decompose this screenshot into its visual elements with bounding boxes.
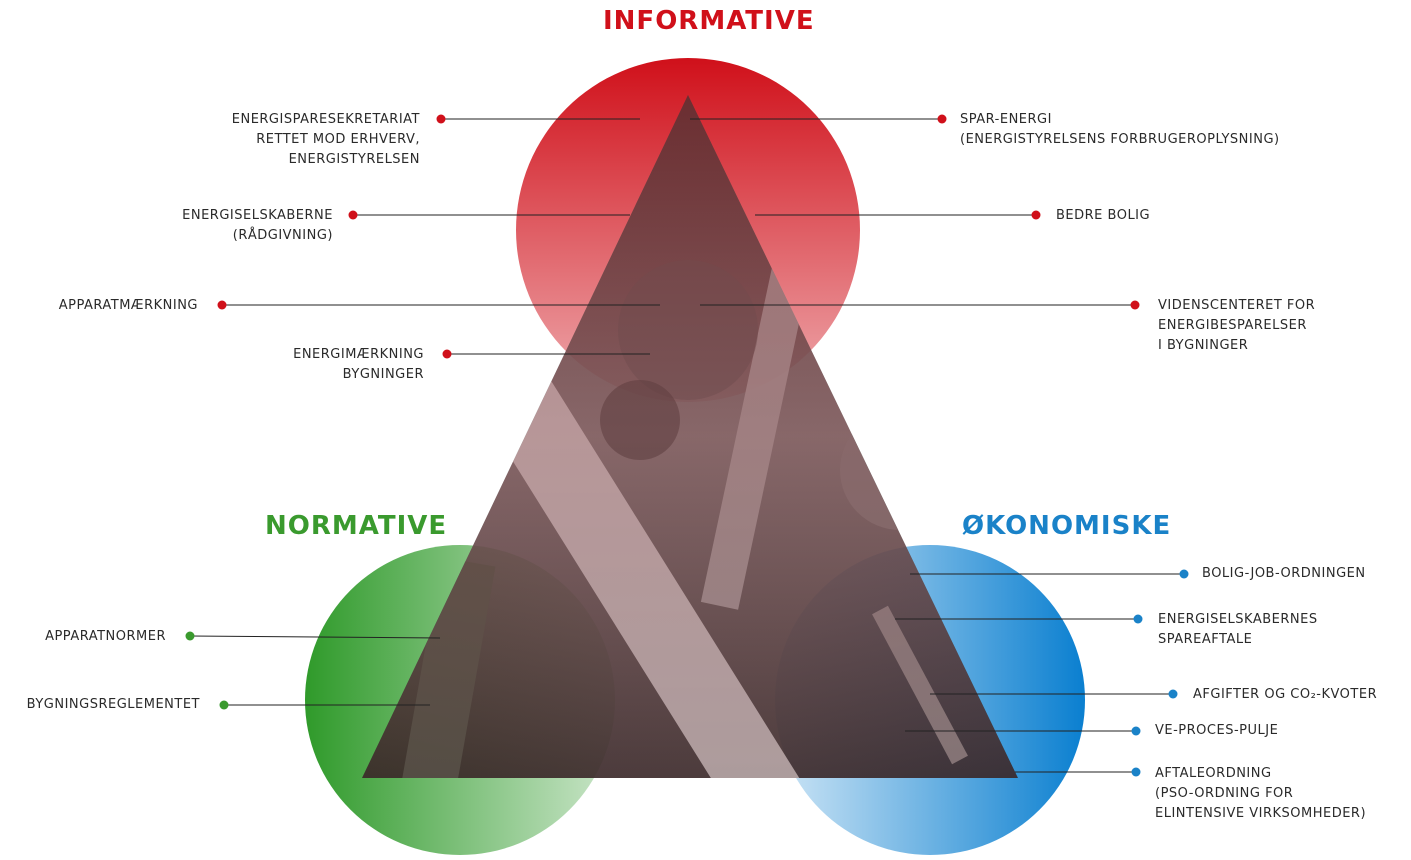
label-okonomiske-right-1: BOLIG-JOB-ORDNINGEN xyxy=(1202,564,1366,584)
label-line: ENERGISELSKABERNES xyxy=(1158,612,1318,627)
bullet-dot-normative-left-1 xyxy=(185,631,195,641)
label-line: VE-PROCES-PULJE xyxy=(1155,723,1279,738)
label-line: AFTALEORDNING xyxy=(1155,766,1272,781)
bullet-dot-informative-right-2 xyxy=(1031,210,1041,220)
bullet-dot-okonomiske-right-4 xyxy=(1131,726,1141,736)
label-line: ENERGIBESPARELSER xyxy=(1158,318,1307,333)
bullet-dot-okonomiske-right-2 xyxy=(1133,614,1143,624)
label-informative-right-3: VIDENSCENTERET FOR ENERGIBESPARELSER I BYG… xyxy=(1158,296,1315,356)
label-okonomiske-right-4: VE-PROCES-PULJE xyxy=(1155,721,1278,741)
label-line: BOLIG-JOB-ORDNINGEN xyxy=(1202,566,1366,581)
label-line: APPARATNORMER xyxy=(45,629,166,644)
label-line: VIDENSCENTERET FOR xyxy=(1158,298,1316,313)
label-okonomiske-right-2: ENERGISELSKABERNES SPAREAFTALE xyxy=(1158,610,1318,650)
bullet-dot-informative-right-3 xyxy=(1130,300,1140,310)
label-informative-left-1: ENERGISPARESEKRETARIAT RETTET MOD ERHVERV… xyxy=(232,110,420,170)
category-normative: NORMATIVE xyxy=(265,511,448,541)
label-line: ELINTENSIVE VIRKSOMHEDER) xyxy=(1155,806,1367,821)
bullet-dot-informative-left-1 xyxy=(436,114,446,124)
connector-line-normative-left-1 xyxy=(189,635,441,639)
label-line: (PSO-ORDNING FOR xyxy=(1155,786,1294,801)
label-line: ENERGISELSKABERNE xyxy=(182,208,333,223)
bullet-dot-okonomiske-right-3 xyxy=(1168,689,1178,699)
label-line: I BYGNINGER xyxy=(1158,338,1249,353)
tools-photo-triangle xyxy=(362,95,1018,778)
bullet-dot-informative-left-4 xyxy=(442,349,452,359)
label-line: BEDRE BOLIG xyxy=(1056,208,1151,223)
label-line: AFGIFTER OG CO₂-KVOTER xyxy=(1193,687,1378,702)
bullet-dot-normative-left-2 xyxy=(219,700,229,710)
label-okonomiske-right-5: AFTALEORDNING (PSO-ORDNING FOR ELINTENSIVE… xyxy=(1155,764,1366,824)
label-line: ENERGIMÆRKNING xyxy=(293,347,424,362)
bullet-dot-okonomiske-right-5 xyxy=(1131,767,1141,777)
label-informative-left-4: ENERGIMÆRKNING BYGNINGER xyxy=(293,345,424,385)
label-line: RETTET MOD ERHVERV, xyxy=(256,132,420,147)
label-line: ENERGISTYRELSEN xyxy=(288,152,420,167)
label-line: (ENERGISTYRELSENS FORBRUGEROPLYSNING) xyxy=(960,132,1280,147)
label-line: ENERGISPARESEKRETARIAT xyxy=(231,112,420,127)
category-informative: INFORMATIVE xyxy=(603,6,815,36)
label-normative-left-2: BYGNINGSREGLEMENTET xyxy=(27,695,200,715)
bullet-dot-informative-left-3 xyxy=(217,300,227,310)
label-okonomiske-right-3: AFGIFTER OG CO₂-KVOTER xyxy=(1193,685,1377,705)
bullet-dot-informative-left-2 xyxy=(348,210,358,220)
category-okonomiske: ØKONOMISKE xyxy=(962,511,1172,541)
label-normative-left-1: APPARATNORMER xyxy=(45,627,166,647)
label-line: APPARATMÆRKNING xyxy=(58,298,198,313)
label-informative-left-3: APPARATMÆRKNING xyxy=(59,296,198,316)
bullet-dot-okonomiske-right-1 xyxy=(1179,569,1189,579)
label-line: SPAREAFTALE xyxy=(1158,632,1253,647)
label-line: BYGNINGSREGLEMENTET xyxy=(26,697,200,712)
label-informative-right-2: BEDRE BOLIG xyxy=(1056,206,1150,226)
label-informative-left-2: ENERGISELSKABERNE (RÅDGIVNING) xyxy=(182,206,333,246)
label-line: BYGNINGER xyxy=(342,367,424,382)
bullet-dot-informative-right-1 xyxy=(937,114,947,124)
label-line: SPAR-ENERGI xyxy=(960,112,1052,127)
label-informative-right-1: SPAR-ENERGI (ENERGISTYRELSENS FORBRUGEROP… xyxy=(960,110,1280,150)
label-line: (RÅDGIVNING) xyxy=(232,228,333,243)
